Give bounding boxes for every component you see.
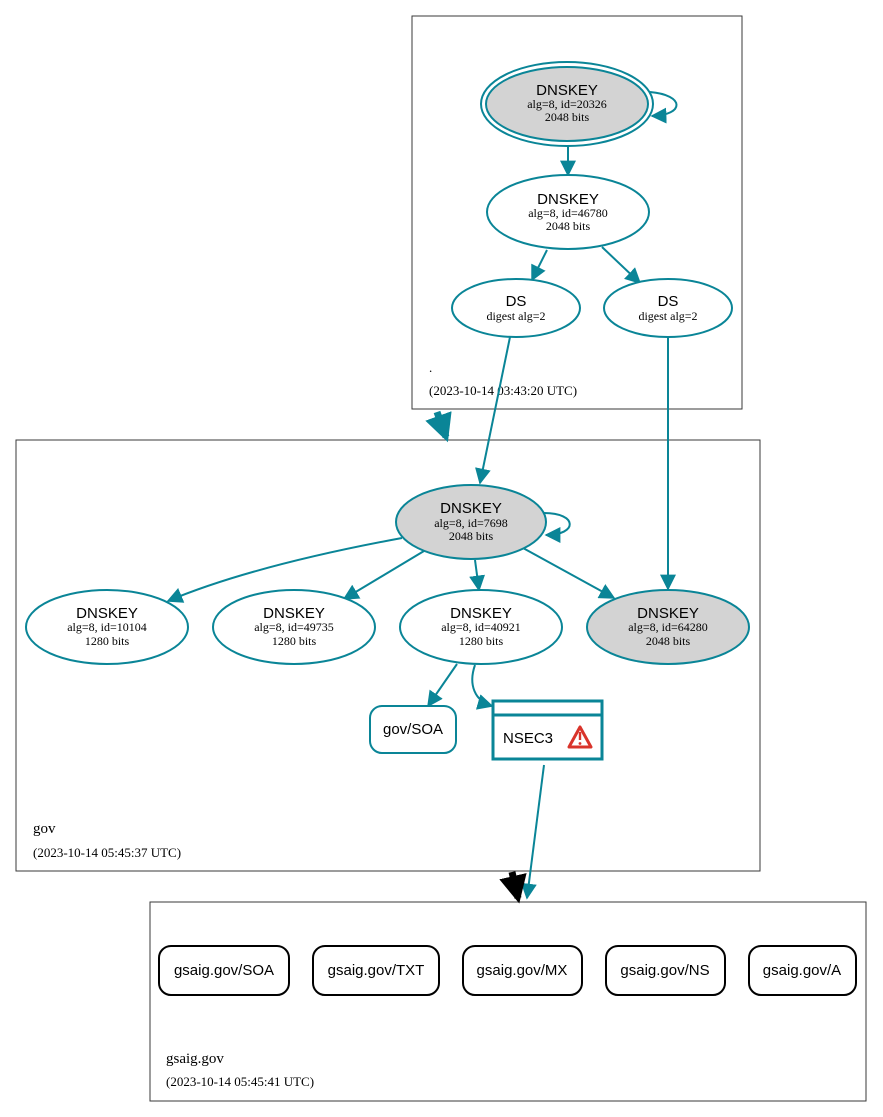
node-nsec3: NSEC3 [491, 699, 604, 761]
node-title: DS [506, 293, 527, 310]
edge-gov-ksk-self [543, 512, 571, 543]
node-detail: alg=8, id=7698 [434, 516, 508, 530]
node-detail: 1280 bits [272, 634, 317, 648]
node-detail: 2048 bits [545, 110, 590, 124]
node-detail: 2048 bits [546, 219, 591, 233]
edge-gov-ksk-49735 [342, 550, 425, 600]
node-label: NSEC3 [503, 730, 553, 747]
zone-gov-name: gov [33, 821, 56, 837]
node-root-ksk: DNSKEY alg=8, id=20326 2048 bits [480, 61, 654, 147]
edge-zsk-ds2 [601, 246, 642, 285]
zone-gsaig-timestamp: (2023-10-14 05:45:41 UTC) [166, 1074, 314, 1089]
node-detail: alg=8, id=46780 [528, 206, 608, 220]
node-title: DNSKEY [263, 605, 325, 622]
node-title: DNSKEY [637, 605, 699, 622]
edge-40921-soa [427, 663, 458, 708]
edges [166, 91, 678, 904]
node-gov-soa: gov/SOA [369, 705, 457, 754]
edge-ds1-gov-ksk [475, 336, 511, 485]
edge-zsk-ds1 [531, 249, 548, 282]
edge-gov-ksk-40921 [469, 559, 486, 592]
rrset-gsaig-a: gsaig.gov/A [748, 945, 857, 996]
zone-root-name: . [429, 360, 432, 375]
edge-nsec3-gsaig [520, 764, 545, 900]
node-ds-1: DS digest alg=2 [451, 278, 581, 338]
rrset-label: gsaig.gov/MX [477, 962, 568, 979]
node-detail: alg=8, id=40921 [441, 620, 521, 634]
node-gov-dnskey-49735: DNSKEY alg=8, id=49735 1280 bits [212, 589, 376, 665]
rrset-gsaig-mx: gsaig.gov/MX [462, 945, 583, 996]
rrset-label: gsaig.gov/A [763, 962, 841, 979]
node-title: DS [658, 293, 679, 310]
node-detail: alg=8, id=20326 [527, 97, 607, 111]
node-detail: alg=8, id=64280 [628, 620, 708, 634]
rrset-gsaig-ns: gsaig.gov/NS [605, 945, 726, 996]
node-ds-2: DS digest alg=2 [603, 278, 733, 338]
node-detail: 1280 bits [459, 634, 504, 648]
node-title: DNSKEY [440, 500, 502, 517]
rrset-label: gsaig.gov/NS [620, 962, 709, 979]
node-gov-ksk: DNSKEY alg=8, id=7698 2048 bits [395, 484, 547, 560]
node-root-zsk: DNSKEY alg=8, id=46780 2048 bits [486, 174, 650, 250]
edge-gov-ksk-64280 [522, 547, 616, 599]
node-detail: digest alg=2 [638, 309, 697, 323]
node-gov-dnskey-64280: DNSKEY alg=8, id=64280 2048 bits [586, 589, 750, 665]
rrset-label: gsaig.gov/SOA [174, 962, 274, 979]
node-gov-dnskey-10104: DNSKEY alg=8, id=10104 1280 bits [25, 589, 189, 665]
node-title: DNSKEY [536, 82, 598, 99]
node-gov-dnskey-40921: DNSKEY alg=8, id=40921 1280 bits [399, 589, 563, 665]
node-detail: alg=8, id=49735 [254, 620, 334, 634]
zone-gov-timestamp: (2023-10-14 05:45:37 UTC) [33, 845, 181, 860]
node-detail: 2048 bits [449, 529, 494, 543]
edge-root-ksk-self [649, 91, 678, 124]
edge-gov-ksk-10104 [166, 537, 403, 603]
zone-gsaig: gsaig.gov (2023-10-14 05:45:41 UTC) [149, 901, 867, 1102]
node-detail: 2048 bits [646, 634, 691, 648]
node-title: DNSKEY [76, 605, 138, 622]
node-detail: 1280 bits [85, 634, 130, 648]
node-detail: alg=8, id=10104 [67, 620, 147, 634]
rrset-gsaig-txt: gsaig.gov/TXT [312, 945, 440, 996]
warning-icon [567, 725, 593, 749]
node-title: DNSKEY [537, 191, 599, 208]
rrset-label: gsaig.gov/TXT [328, 962, 425, 979]
edge-40921-nsec3 [471, 664, 494, 710]
edge-root-delegation [425, 410, 452, 443]
rrset-gsaig-soa: gsaig.gov/SOA [158, 945, 290, 996]
zone-root-timestamp: (2023-10-14 03:43:20 UTC) [429, 383, 577, 398]
node-title: DNSKEY [450, 605, 512, 622]
node-label: gov/SOA [383, 721, 443, 738]
node-detail: digest alg=2 [486, 309, 545, 323]
edge-gov-delegation [499, 871, 527, 904]
zone-gsaig-name: gsaig.gov [166, 1051, 224, 1067]
